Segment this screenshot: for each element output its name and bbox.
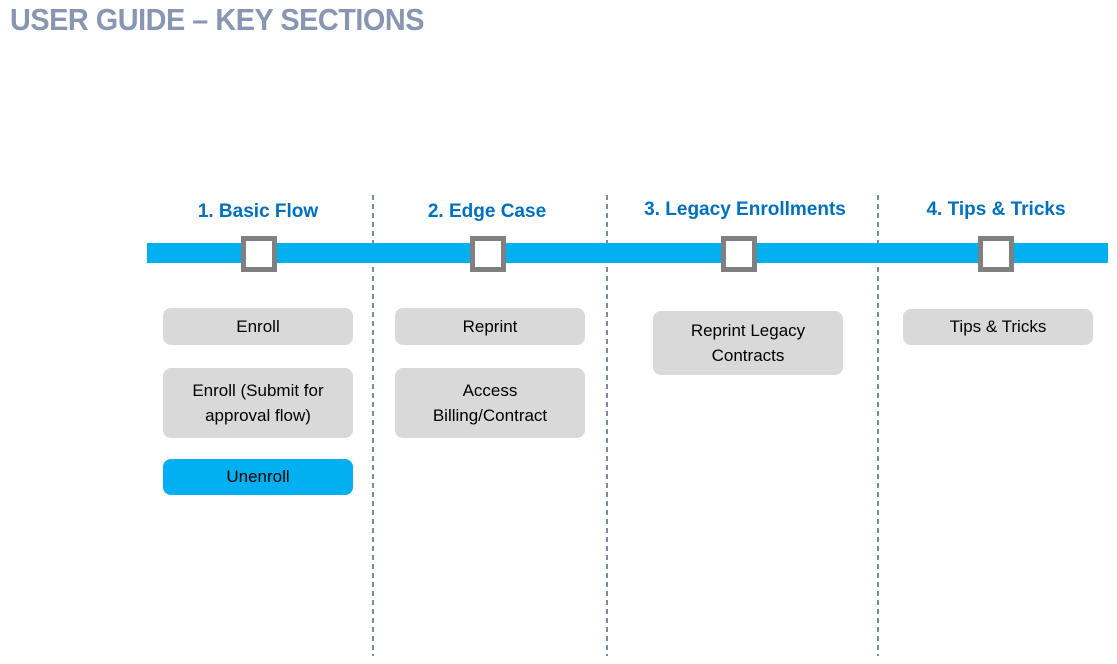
timeline-marker-3 [721,236,757,272]
timeline-bar [147,243,1108,263]
button-reprint-legacy-contracts[interactable]: Reprint Legacy Contracts [653,311,843,375]
section-header-tips-tricks: 4. Tips & Tricks [926,199,1066,220]
column-divider-3 [877,195,879,656]
section-header-basic-flow: 1. Basic Flow [197,201,319,222]
button-enroll[interactable]: Enroll [163,308,353,345]
button-tips-tricks[interactable]: Tips & Tricks [903,309,1093,345]
timeline-marker-1 [241,236,277,272]
page-title: USER GUIDE – KEY SECTIONS [10,2,424,37]
column-divider-2 [606,195,608,656]
section-header-edge-case: 2. Edge Case [427,201,547,222]
button-unenroll[interactable]: Unenroll [163,459,353,495]
column-divider-1 [372,195,374,656]
button-reprint[interactable]: Reprint [395,308,585,345]
button-access-billing-contract[interactable]: Access Billing/Contract [395,368,585,438]
section-header-legacy-enrollments: 3. Legacy Enrollments [644,199,846,220]
button-enroll-submit-approval[interactable]: Enroll (Submit for approval flow) [163,368,353,438]
timeline-marker-4 [978,236,1014,272]
timeline-marker-2 [470,236,506,272]
